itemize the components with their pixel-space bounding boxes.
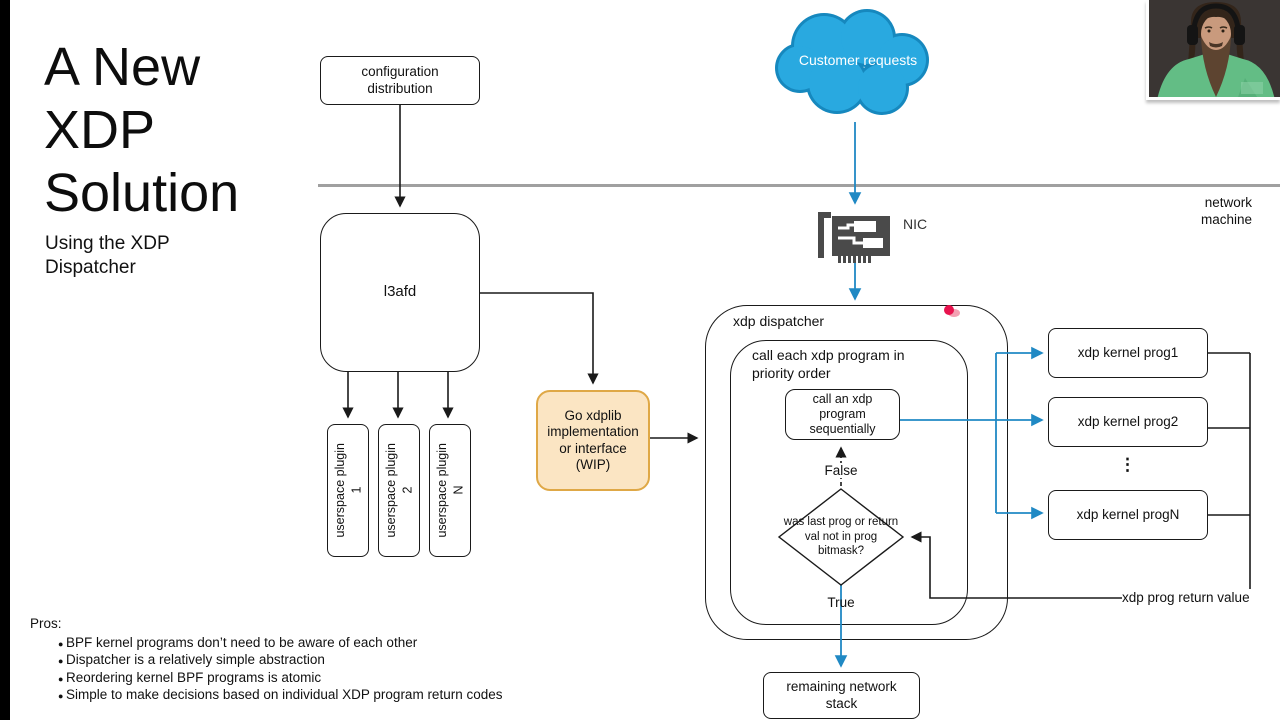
arrow-l3afd-to-goxdplib bbox=[480, 292, 599, 385]
true-branch-label: True bbox=[827, 595, 855, 610]
bullet-icon: ● bbox=[58, 638, 64, 649]
remaining-network-stack-box: remaining network stack bbox=[763, 672, 920, 719]
bullet-icon: ● bbox=[58, 691, 64, 701]
pros-item: ●Reordering kernel BPF programs is atomi… bbox=[30, 670, 630, 688]
xdp-kernel-progN-box: xdp kernel progN bbox=[1048, 490, 1208, 540]
priority-loop-label: call each xdp program in priority order bbox=[752, 347, 905, 382]
network-machine-separator bbox=[318, 184, 1280, 187]
customer-requests-cloud bbox=[775, 9, 929, 115]
xdp-kernel-prog1-box: xdp kernel prog1 bbox=[1048, 328, 1208, 378]
pros-item: ●Dispatcher is a relatively simple abstr… bbox=[30, 652, 630, 670]
priority-loop-container bbox=[730, 340, 968, 625]
pros-list: Pros: ●BPF kernel programs don’t need to… bbox=[30, 616, 630, 705]
decision-diamond-text: was last prog or return val not in prog … bbox=[783, 516, 899, 558]
go-xdplib-box: Go xdplib implementation or interface (W… bbox=[536, 390, 650, 491]
left-letterbox-bar bbox=[0, 0, 10, 720]
call-xdp-program-box: call an xdp program sequentially bbox=[785, 389, 900, 440]
xdp-prog-return-value-label: xdp prog return value bbox=[1122, 590, 1262, 605]
false-branch-label: False bbox=[816, 463, 866, 478]
bullet-icon: ● bbox=[58, 673, 64, 684]
pros-heading: Pros: bbox=[30, 616, 62, 631]
pros-item: ●Simple to make decisions based on indiv… bbox=[30, 687, 630, 705]
webcam-overlay bbox=[1146, 0, 1280, 100]
pros-item: ●BPF kernel programs don’t need to be aw… bbox=[30, 635, 630, 653]
bullet-icon: ● bbox=[58, 656, 64, 666]
l3afd-box: l3afd bbox=[320, 213, 480, 372]
configuration-distribution-box: configuration distribution bbox=[320, 56, 480, 105]
progs-ellipsis: ⋮ bbox=[1119, 455, 1137, 474]
network-machine-label: network machine bbox=[1200, 195, 1252, 227]
xdp-dispatcher-label: xdp dispatcher bbox=[733, 313, 825, 329]
laser-pointer-dot bbox=[944, 305, 960, 317]
nic-icon bbox=[818, 212, 890, 263]
slide-subtitle: Using the XDP Dispatcher bbox=[45, 233, 170, 278]
nic-label: NIC bbox=[903, 216, 928, 232]
xdp-dispatcher-container bbox=[705, 305, 1008, 640]
slide-title: A New XDP Solution bbox=[44, 37, 240, 223]
webcam-person-illustration bbox=[1149, 0, 1280, 97]
cloud-label: Customer requests bbox=[798, 52, 918, 68]
xdp-kernel-prog2-box: xdp kernel prog2 bbox=[1048, 397, 1208, 447]
